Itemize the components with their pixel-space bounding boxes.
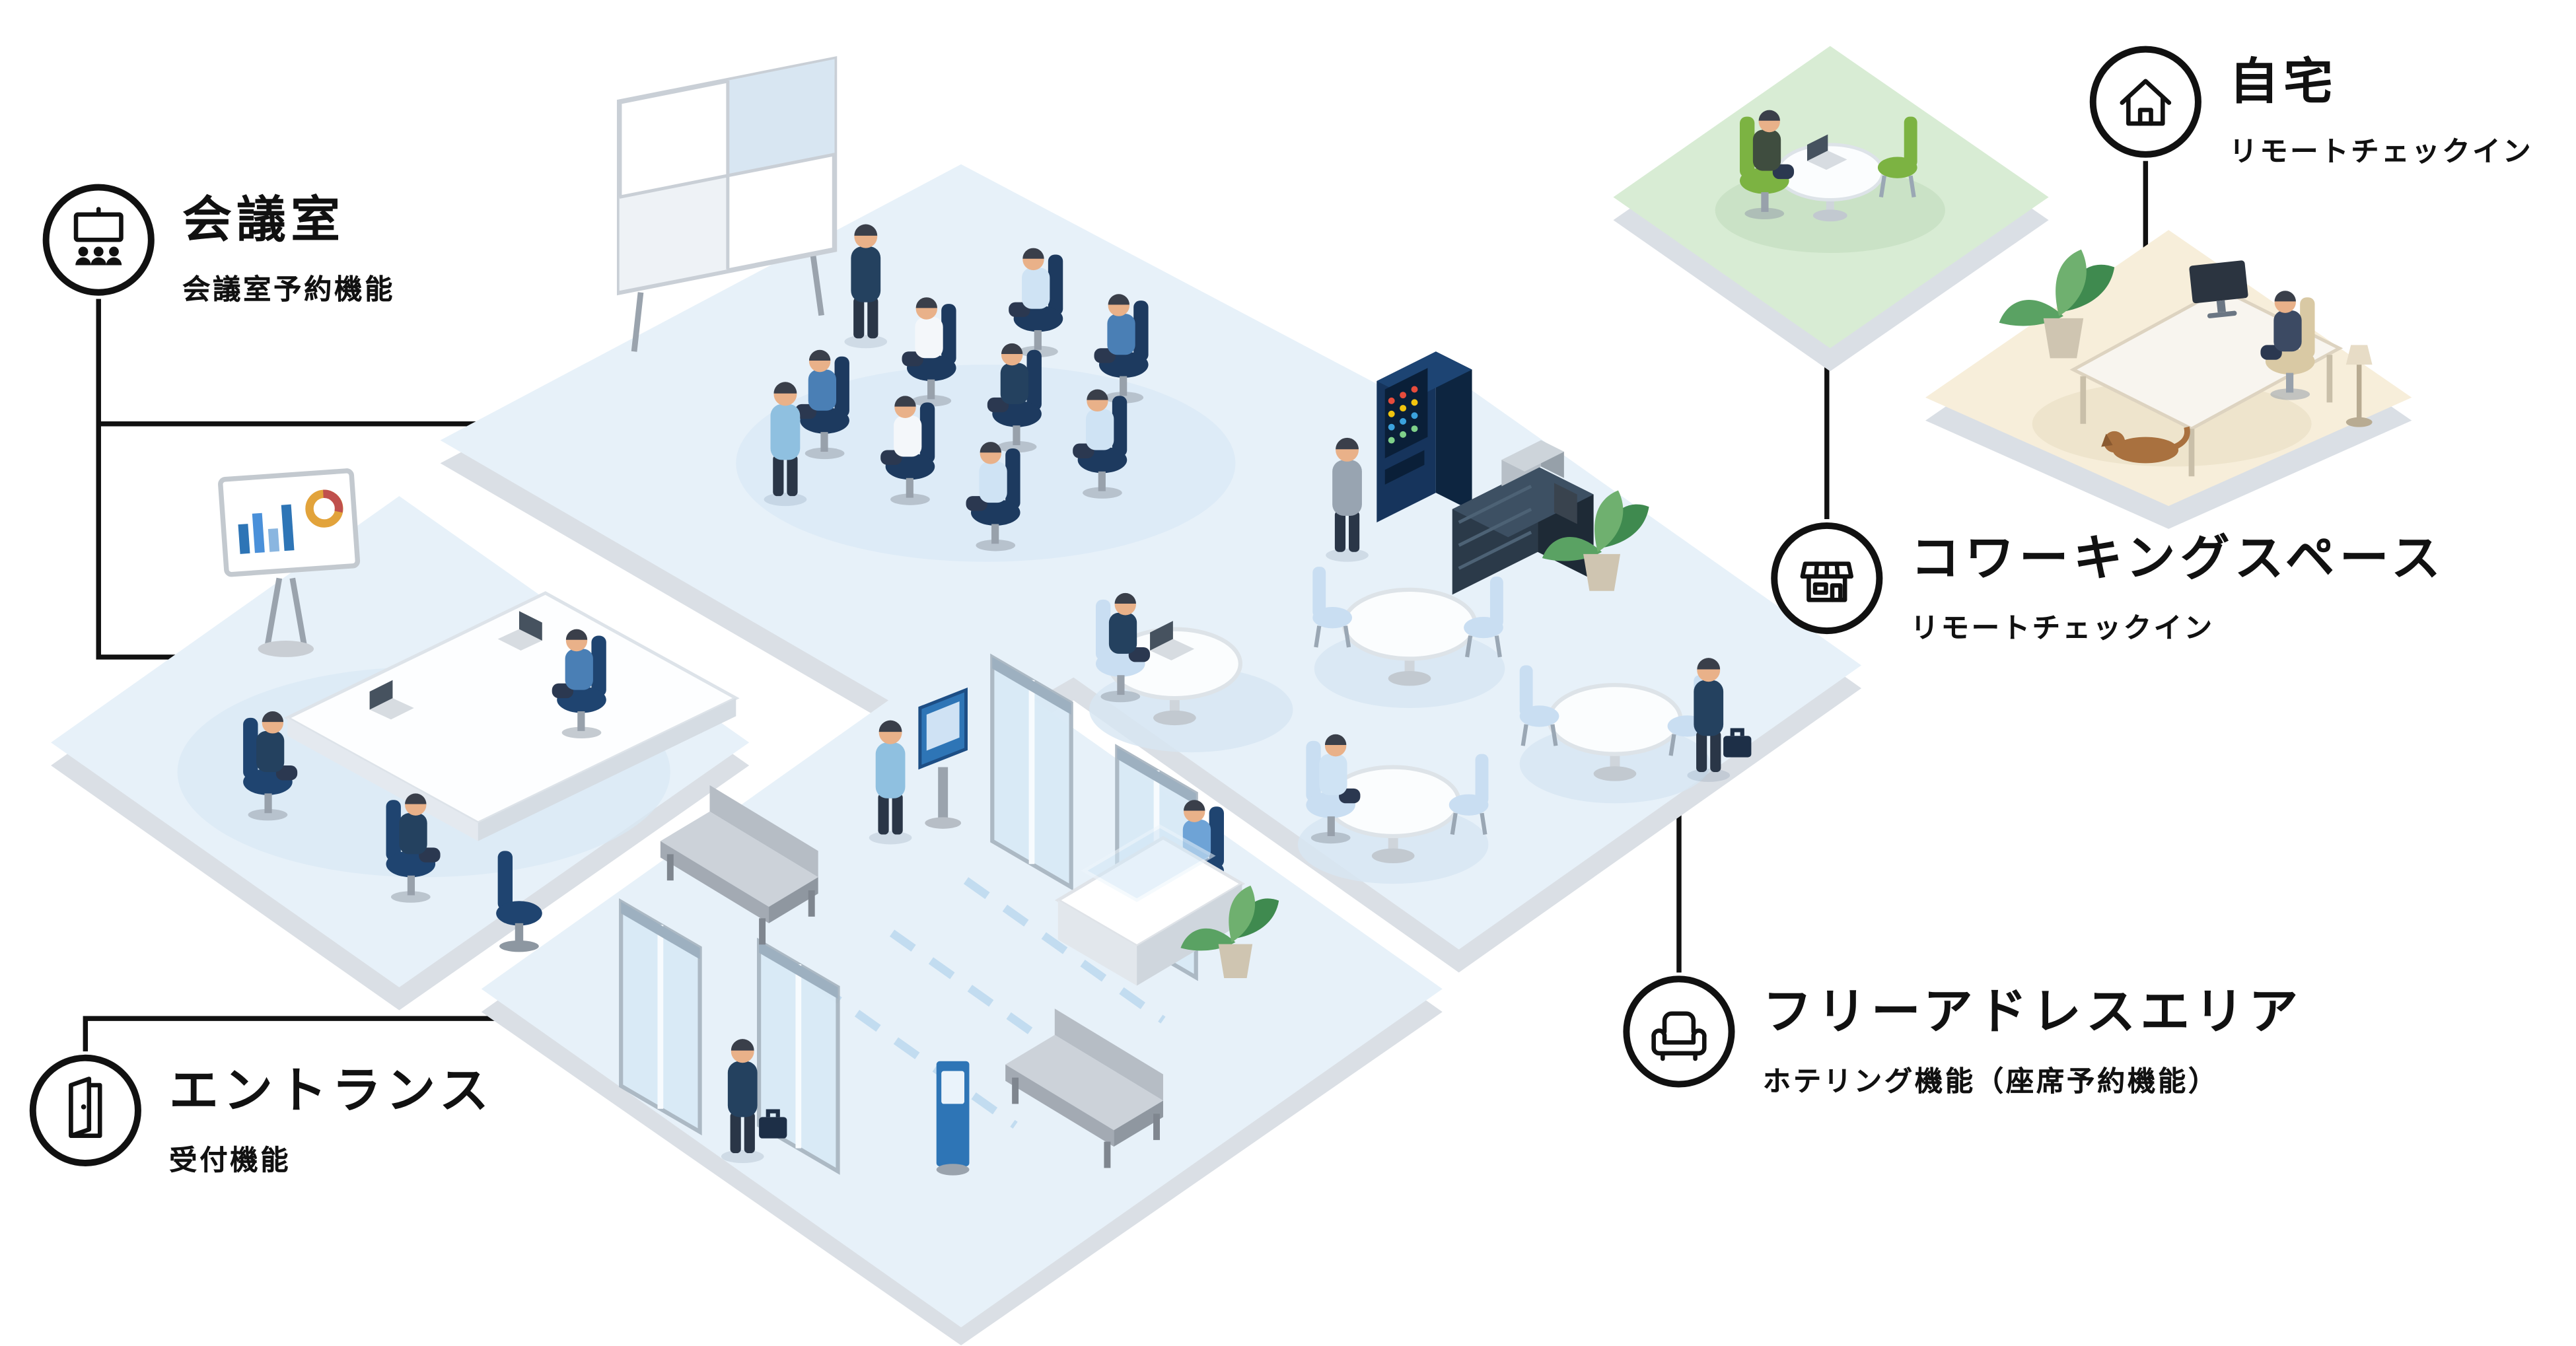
home-desk xyxy=(2069,287,2343,477)
conference-table xyxy=(283,591,740,841)
entrance-scene xyxy=(621,657,1279,1176)
entrance-title: エントランス xyxy=(169,1063,494,1121)
label-home: 自宅 リモートチェックイン xyxy=(2089,46,2534,168)
microwave xyxy=(1501,440,1564,487)
vending-machine xyxy=(1377,351,1472,522)
home-scene xyxy=(1999,249,2373,477)
coworking-title: コワーキングスペース xyxy=(1910,530,2446,588)
home-subtitle: リモートチェックイン xyxy=(2229,135,2534,168)
armchair-icon xyxy=(1623,975,1735,1088)
info-pillar xyxy=(936,1061,970,1176)
coworking-scene xyxy=(1715,110,1945,254)
home-monitor xyxy=(2189,260,2248,318)
connector-meeting-room-lower xyxy=(96,299,184,660)
free-address-subtitle: ホテリング機能（座席予約機能） xyxy=(1762,1065,2219,1098)
house-icon xyxy=(2089,46,2201,158)
storefront-icon xyxy=(1771,522,1883,635)
free-address-title: フリーアドレスエリア xyxy=(1762,983,2303,1042)
free-address-scene xyxy=(1089,351,1751,884)
open-door-icon xyxy=(29,1054,141,1166)
seminar-room-scene xyxy=(616,55,1236,562)
connector-lines xyxy=(83,160,2149,1051)
floor-lamp xyxy=(2345,345,2373,427)
connector-entrance xyxy=(83,1016,526,1051)
coffee-machine xyxy=(1554,483,1577,524)
meeting-room-scene xyxy=(177,468,740,952)
chart-monitor xyxy=(218,468,361,657)
label-entrance: エントランス 受付機能 xyxy=(29,1054,494,1178)
meeting-room-icon xyxy=(42,184,155,296)
label-free-address: フリーアドレスエリア ホテリング機能（座席予約機能） xyxy=(1623,975,2303,1098)
meeting-room-subtitle: 会議室予約機能 xyxy=(182,273,396,306)
meeting-room-title: 会議室 xyxy=(182,192,345,250)
checkin-kiosk xyxy=(918,687,968,829)
label-meeting-room: 会議室 会議室予約機能 xyxy=(42,184,396,306)
label-coworking: コワーキングスペース リモートチェックイン xyxy=(1771,522,2445,645)
presentation-screen xyxy=(616,55,838,352)
home-title: 自宅 xyxy=(2229,54,2338,112)
coworking-subtitle: リモートチェックイン xyxy=(1910,612,2215,645)
entrance-subtitle: 受付機能 xyxy=(169,1144,291,1178)
